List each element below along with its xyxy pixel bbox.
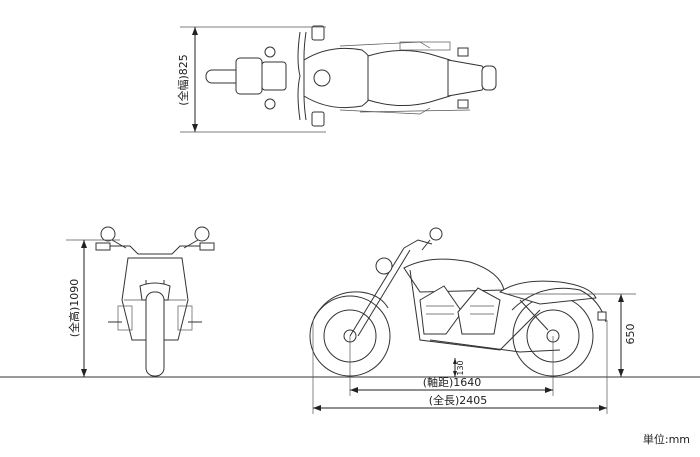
top-fuel-tank [303, 47, 377, 109]
width-label: (全幅)825 [176, 54, 190, 106]
top-rear-fender [447, 59, 487, 97]
front-tire [145, 291, 165, 377]
top-rear-tire [481, 65, 497, 91]
top-triple-clamp [261, 61, 287, 91]
side-engine-front-cylinder [419, 285, 463, 335]
top-right-mirror [264, 98, 276, 110]
unit-label: 単位:mm [642, 433, 690, 446]
side-fork [349, 247, 405, 337]
side-exhaust [429, 339, 561, 353]
side-mirror [429, 227, 443, 241]
wheelbase-dimension: (軸距)1640 [349, 336, 554, 396]
side-view-motorcycle [309, 227, 607, 377]
seat-height-label: 650 [624, 324, 637, 345]
top-handlebar [297, 31, 301, 121]
front-handlebar [100, 245, 210, 255]
front-right-mirror [194, 226, 210, 242]
top-left-mirror [264, 46, 276, 58]
side-rear-shock [519, 299, 549, 331]
height-dimension: (全高)1090 [66, 239, 120, 377]
side-headlight [375, 257, 393, 275]
ground-clearance-label: 130 [456, 360, 465, 375]
side-fuel-tank [403, 258, 505, 293]
top-left-grip [311, 25, 325, 41]
length-label: (全長)2405 [429, 393, 488, 407]
height-label: (全高)1090 [67, 279, 81, 338]
side-rear-fender [511, 287, 607, 323]
side-tail-light [597, 311, 607, 321]
wheelbase-label: (軸距)1640 [423, 375, 482, 389]
ground-clearance-dimension: 130 [453, 358, 465, 377]
side-seat [498, 280, 597, 305]
front-left-mirror [100, 226, 116, 242]
seat-height-dimension: 650 [505, 293, 637, 377]
top-fork [235, 57, 263, 95]
top-right-grip [311, 111, 325, 127]
length-dimension: (全長)2405 [312, 320, 608, 414]
side-frame [409, 269, 541, 351]
width-dimension: (全幅)825 [176, 26, 326, 133]
top-view-motorcycle [205, 25, 497, 127]
top-seat [367, 50, 451, 106]
side-engine-rear-cylinder [457, 287, 501, 335]
side-front-fender [313, 291, 389, 319]
front-view-motorcycle [95, 226, 215, 377]
